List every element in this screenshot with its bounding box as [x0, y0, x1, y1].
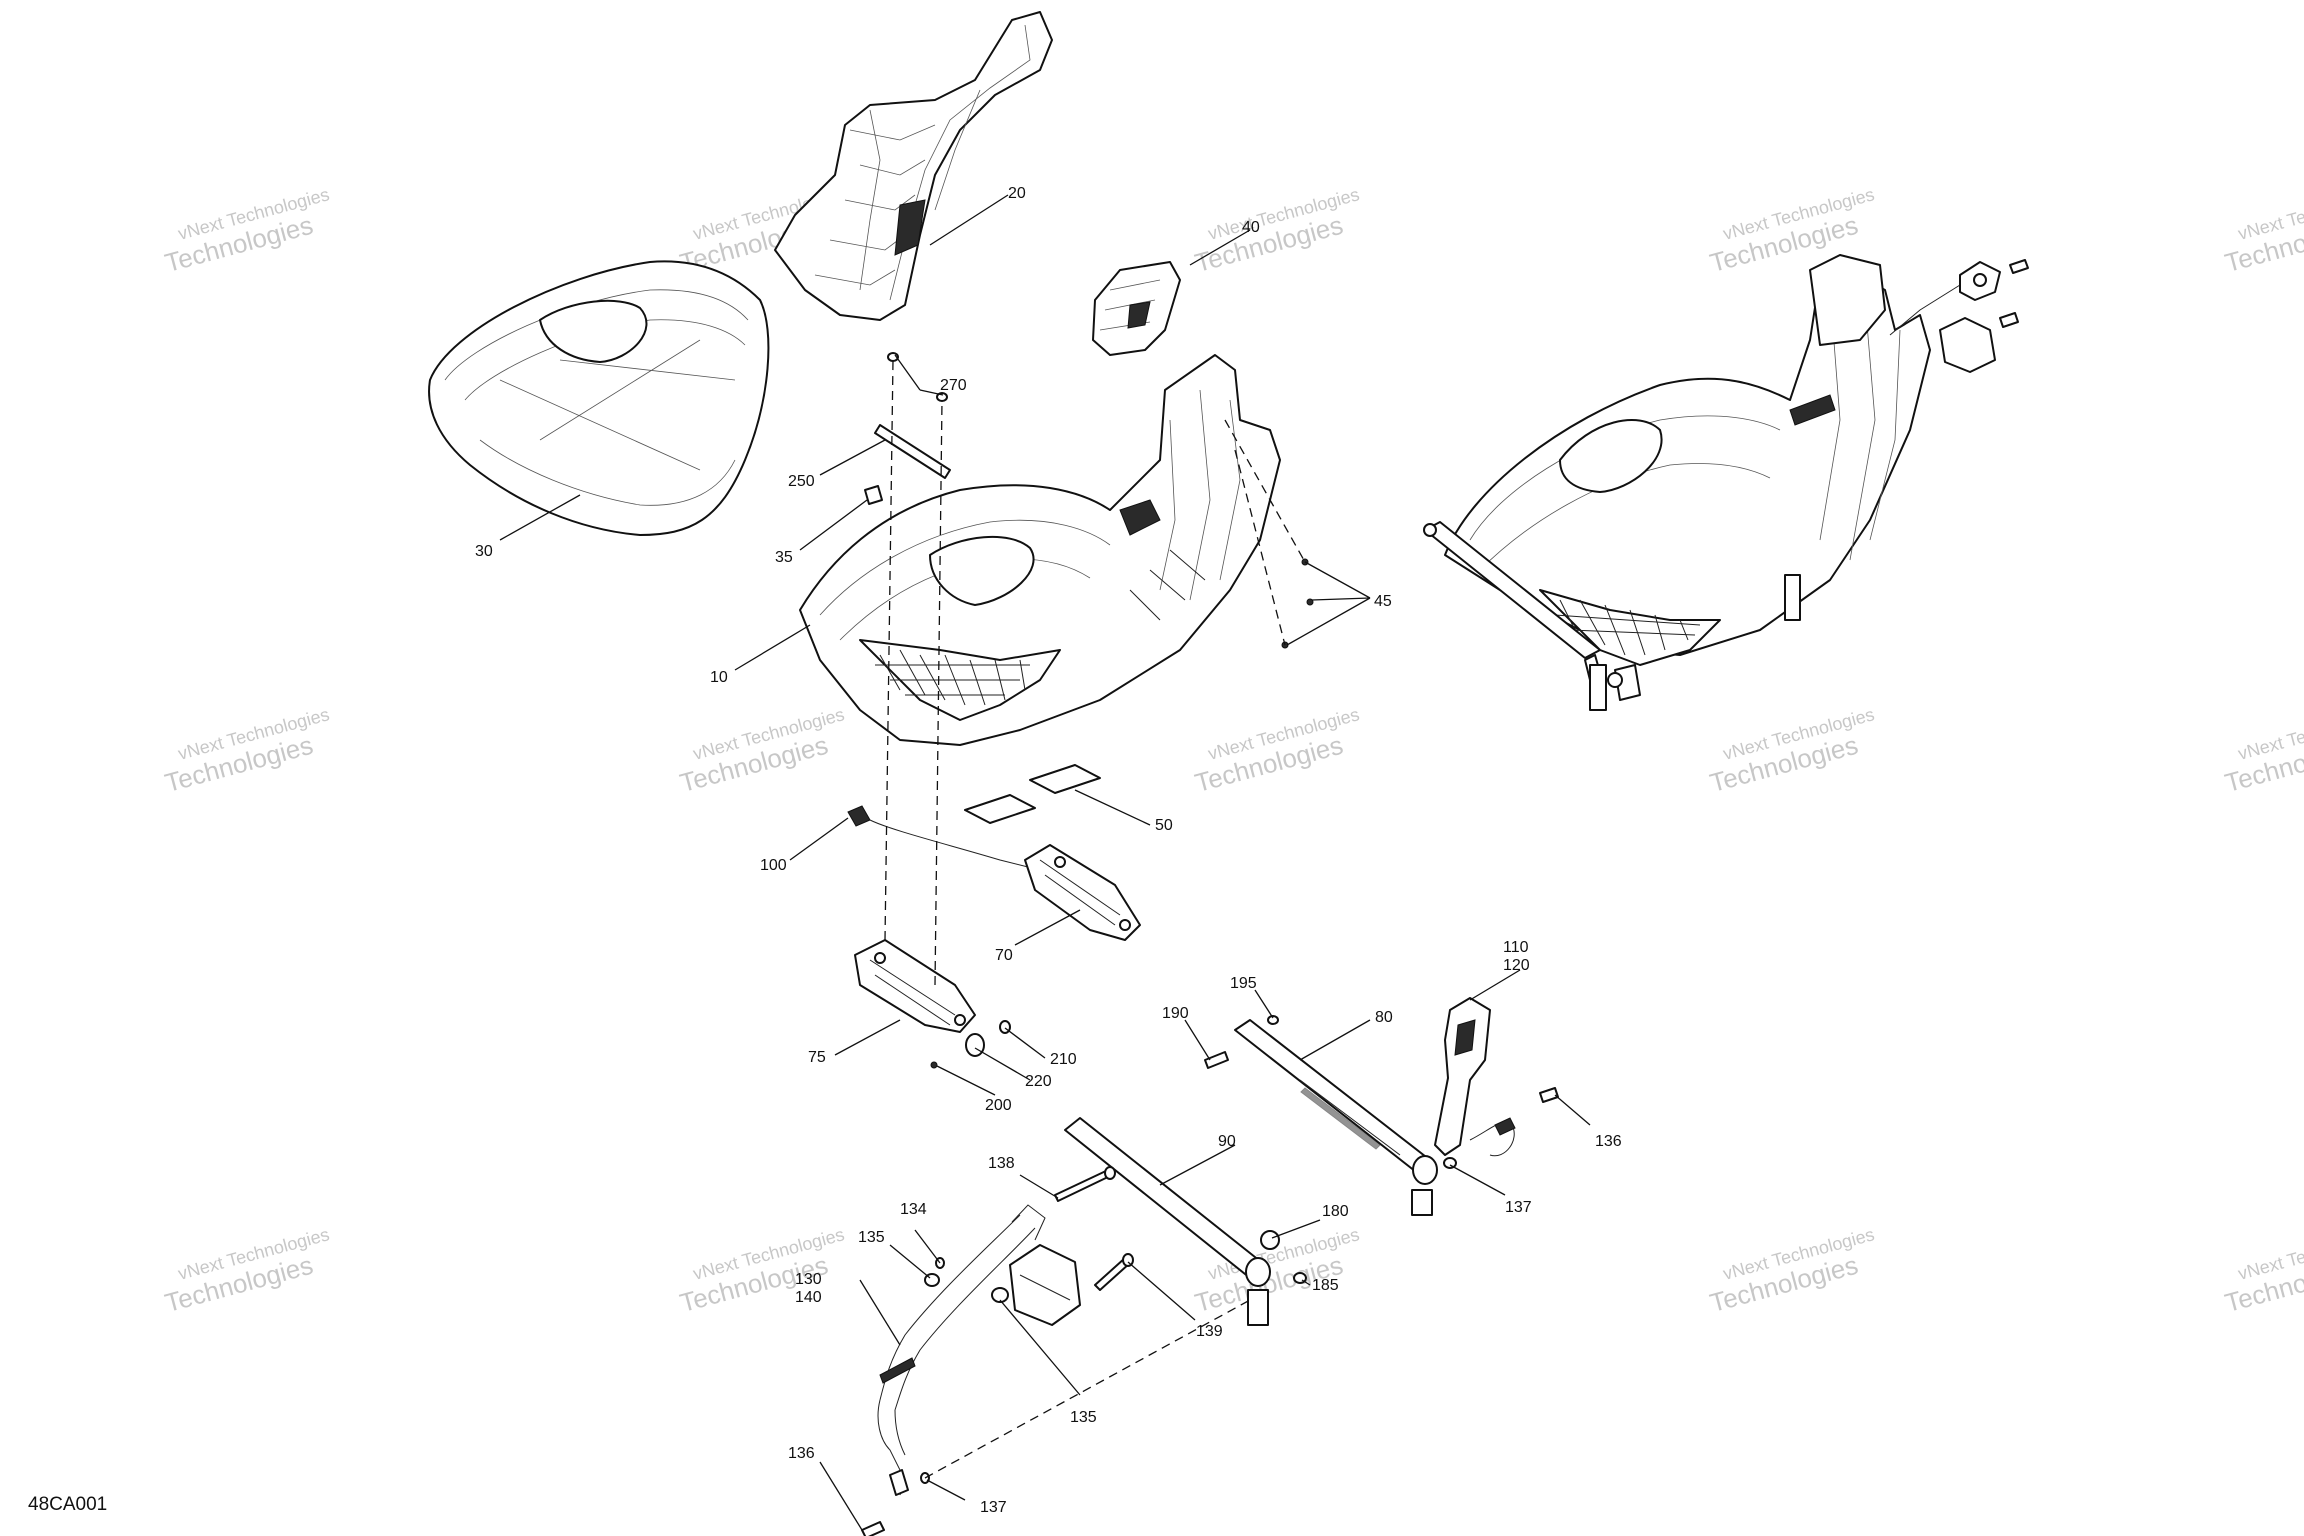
- callout-270: 270: [940, 377, 967, 394]
- callout-136: 136: [788, 1445, 815, 1462]
- watermark: vNext Technologies Technologies: [1707, 1224, 1877, 1318]
- assembled-seat-view: [1423, 254, 2029, 711]
- callout-210: 210: [1050, 1051, 1077, 1068]
- callout-140: 140: [795, 1289, 822, 1306]
- diagram-code: 48CA001: [28, 1494, 107, 1515]
- callout-100: 100: [760, 857, 787, 874]
- watermark: vNext Technologies Technologies: [162, 1224, 332, 1318]
- callout-137: 137: [980, 1499, 1007, 1516]
- part-headrest-pad: [1092, 261, 1181, 356]
- callout-labels: 20 30 40 270 250 35 10 45 50 100 70 75 2…: [475, 185, 1622, 1516]
- callout-195: 195: [1230, 975, 1257, 992]
- watermark: vNext Technologies Technologies: [2222, 1224, 2304, 1318]
- part-backrest-cushion: [774, 11, 1053, 321]
- watermark: vNext Technologies Technologies: [162, 704, 332, 798]
- watermark: vNext Technologies Technologies: [1192, 184, 1362, 278]
- part-cross-tube-front: [1064, 1117, 1307, 1326]
- callout-200: 200: [985, 1097, 1012, 1114]
- callout-180: 180: [1322, 1203, 1349, 1220]
- watermark: vNext Technologies Technologies: [677, 1224, 847, 1318]
- callout-138: 138: [988, 1155, 1015, 1172]
- watermark: vNext Technologies Technologies: [677, 704, 847, 798]
- callout-90: 90: [1218, 1133, 1236, 1150]
- callout-35: 35: [775, 549, 793, 566]
- watermark: vNext Technologies Technologies: [162, 184, 332, 278]
- callout-10: 10: [710, 669, 728, 686]
- callout-185: 185: [1312, 1277, 1339, 1294]
- watermark: vNext Technologies Technologies: [2222, 184, 2304, 278]
- callout-137: 137: [1505, 1199, 1532, 1216]
- part-slider-rail-upper: [1024, 844, 1141, 941]
- watermark: vNext Technologies Technologies: [1192, 704, 1362, 798]
- callout-134: 134: [900, 1201, 927, 1218]
- callout-250: 250: [788, 473, 815, 490]
- callout-80: 80: [1375, 1009, 1393, 1026]
- callout-110: 110: [1503, 939, 1529, 956]
- part-belt-buckle: [1434, 997, 1559, 1169]
- watermark: vNext Technologies Technologies: [2222, 704, 2304, 798]
- hardware-clips: [864, 352, 1314, 649]
- watermark: vNext Technologies Technologies: [1707, 704, 1877, 798]
- part-decals: [964, 764, 1101, 824]
- part-seat-shell: [799, 354, 1281, 746]
- callout-190: 190: [1162, 1005, 1189, 1022]
- part-belt-retractor: [861, 1204, 1251, 1536]
- callout-135: 135: [858, 1229, 885, 1246]
- callout-50: 50: [1155, 817, 1173, 834]
- part-cross-tube-rear: [1204, 1015, 1438, 1216]
- callout-220: 220: [1025, 1073, 1052, 1090]
- callout-45: 45: [1374, 593, 1392, 610]
- callout-75: 75: [808, 1049, 826, 1066]
- hardware-bolts: [1054, 1166, 1134, 1291]
- callout-139: 139: [1196, 1323, 1223, 1340]
- callout-120: 120: [1503, 957, 1530, 974]
- part-slider-rail-lower: [854, 359, 976, 1033]
- part-seat-cushion: [428, 260, 770, 536]
- callout-30: 30: [475, 543, 493, 560]
- callout-40: 40: [1242, 219, 1260, 236]
- callout-70: 70: [995, 947, 1013, 964]
- callout-130: 130: [795, 1271, 822, 1288]
- callout-135: 135: [1070, 1409, 1097, 1426]
- leader-lines: [499, 194, 1591, 1531]
- part-release-handle: [847, 805, 1041, 871]
- callout-20: 20: [1008, 185, 1026, 202]
- callout-136: 136: [1595, 1133, 1622, 1150]
